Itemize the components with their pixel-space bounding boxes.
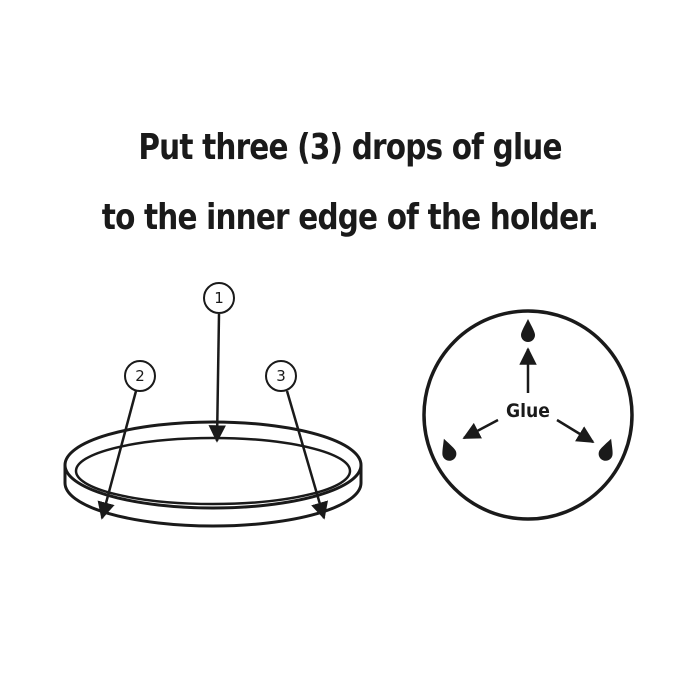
glue-drop-top xyxy=(521,319,535,342)
callout-3-number: 3 xyxy=(276,367,286,385)
glue-arrow-left xyxy=(462,418,499,440)
callout-3-arrow xyxy=(285,390,328,520)
ring-inner-top-edge xyxy=(74,436,352,506)
glue-drop-right xyxy=(598,438,613,461)
callout-1-circle xyxy=(203,282,235,314)
holder-ring-figure: 1 2 3 xyxy=(63,282,363,528)
callout-1-number: 1 xyxy=(214,289,224,307)
instruction-line-1: Put three (3) drops of glue xyxy=(138,127,562,168)
glue-label: Glue xyxy=(506,400,550,422)
callout-1-arrow xyxy=(208,313,226,443)
glue-drop-left xyxy=(442,438,457,461)
instruction-line-2: to the inner edge of the holder. xyxy=(101,197,599,238)
callout-2-number: 2 xyxy=(135,367,145,385)
callout-3-circle xyxy=(265,360,297,392)
glue-arrow-right xyxy=(556,418,595,444)
callout-2-arrow xyxy=(97,390,138,520)
callout-2-circle xyxy=(124,360,156,392)
top-view-figure: Glue xyxy=(422,309,634,521)
ring-bottom-edge xyxy=(63,465,363,528)
holder-top-view-circle xyxy=(422,309,634,521)
